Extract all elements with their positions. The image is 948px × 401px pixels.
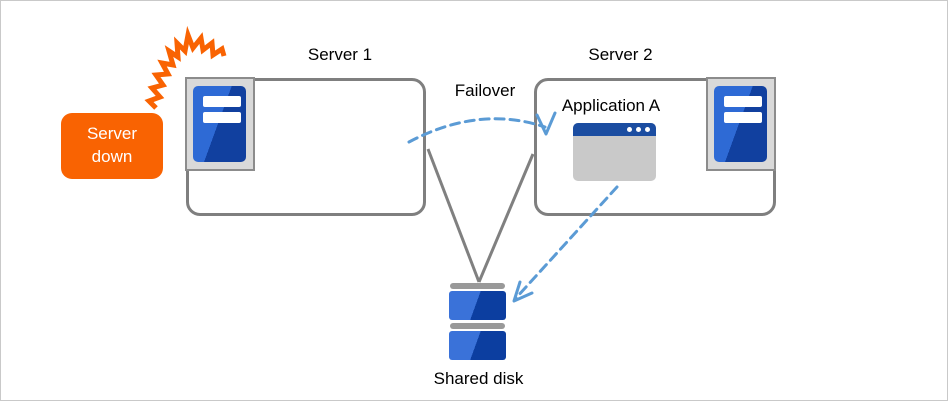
window-dot-icon — [636, 127, 641, 132]
server1-disk-line — [426, 148, 481, 283]
failover-arrow — [407, 117, 547, 144]
failover-label: Failover — [454, 81, 516, 100]
server-slot-bar — [203, 112, 241, 123]
server2-label: Server 2 — [588, 45, 653, 64]
application-label: Application A — [561, 96, 661, 115]
server-slot-bar — [203, 96, 241, 107]
server-down-badge-line1: Server — [86, 124, 138, 144]
window-dot-icon — [645, 127, 650, 132]
app-to-disk-arrowhead-icon — [512, 280, 534, 303]
disk-cap — [450, 323, 505, 329]
server-icon — [185, 77, 255, 171]
disk-platter — [449, 291, 506, 320]
server-slot-bar — [724, 112, 762, 123]
server-down-badge: Server down — [61, 113, 163, 179]
app-window-icon — [573, 123, 656, 181]
app-window-titlebar — [573, 123, 656, 136]
server-down-badge-line2: down — [91, 147, 133, 166]
server-unit-face — [193, 86, 246, 162]
disk-platter — [449, 331, 506, 360]
shared-disk-icon — [449, 283, 506, 361]
server1-label: Server 1 — [307, 45, 373, 64]
server-unit-face — [714, 86, 767, 162]
server2-disk-line — [477, 153, 535, 283]
disk-cap — [450, 283, 505, 289]
shared-disk-label: Shared disk — [433, 369, 524, 388]
window-dot-icon — [627, 127, 632, 132]
server-slot-bar — [724, 96, 762, 107]
server-icon — [706, 77, 776, 171]
